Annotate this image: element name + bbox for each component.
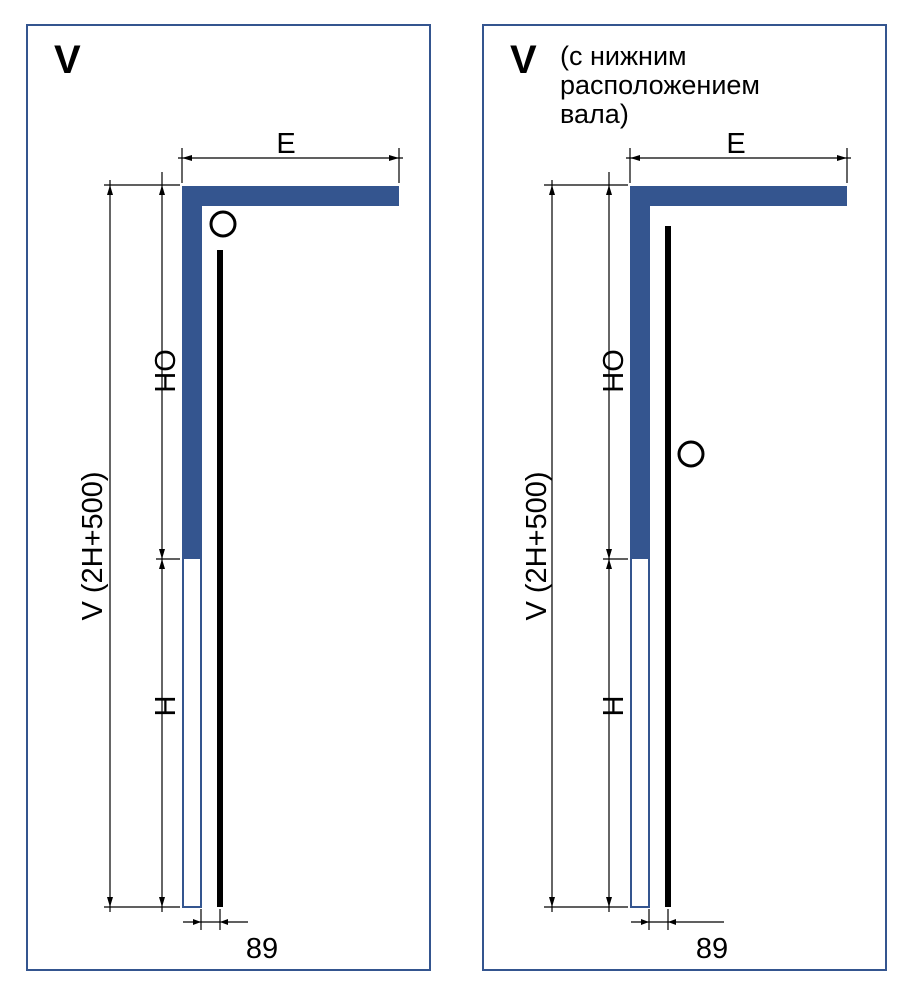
diagram-panel-left: V E V (2H+500) (26, 24, 431, 971)
label-e: E (276, 128, 295, 160)
label-offset: 89 (696, 933, 728, 965)
shaft-circle (209, 210, 237, 238)
dimension-oh (603, 172, 628, 912)
panel-title: V (54, 38, 81, 82)
label-oh: OH (148, 349, 180, 393)
dimension-v (104, 180, 180, 912)
dimension-offset (631, 909, 724, 930)
label-v: V (2H+500) (77, 471, 109, 620)
track-lower (630, 557, 650, 908)
label-offset: 89 (246, 933, 278, 965)
panel-title: V (510, 38, 537, 82)
track-horizontal (182, 186, 399, 206)
dimension-oh (156, 172, 180, 912)
dimension-v (544, 180, 628, 912)
label-oh: OH (596, 349, 628, 393)
door-diagram: E V (2H+500) OH H 89 (77, 128, 403, 965)
dimension-offset (183, 909, 248, 930)
track-vertical (630, 186, 650, 557)
track-lower (182, 557, 202, 908)
label-v: V (2H+500) (521, 471, 553, 620)
shaft-circle (677, 440, 705, 468)
door-diagram: E V (2H+500) OH H 89 (521, 128, 851, 965)
panel-subtitle: (с нижним расположением вала) (560, 41, 760, 129)
label-h: H (148, 696, 180, 717)
dimension-e (178, 148, 403, 183)
track-vertical (182, 186, 202, 557)
dimension-e (626, 148, 851, 183)
label-e: E (726, 128, 745, 160)
diagram-panel-right: V (с нижним расположением вала) E V (2H+… (482, 24, 887, 971)
track-horizontal (630, 186, 847, 206)
label-h: H (596, 696, 628, 717)
